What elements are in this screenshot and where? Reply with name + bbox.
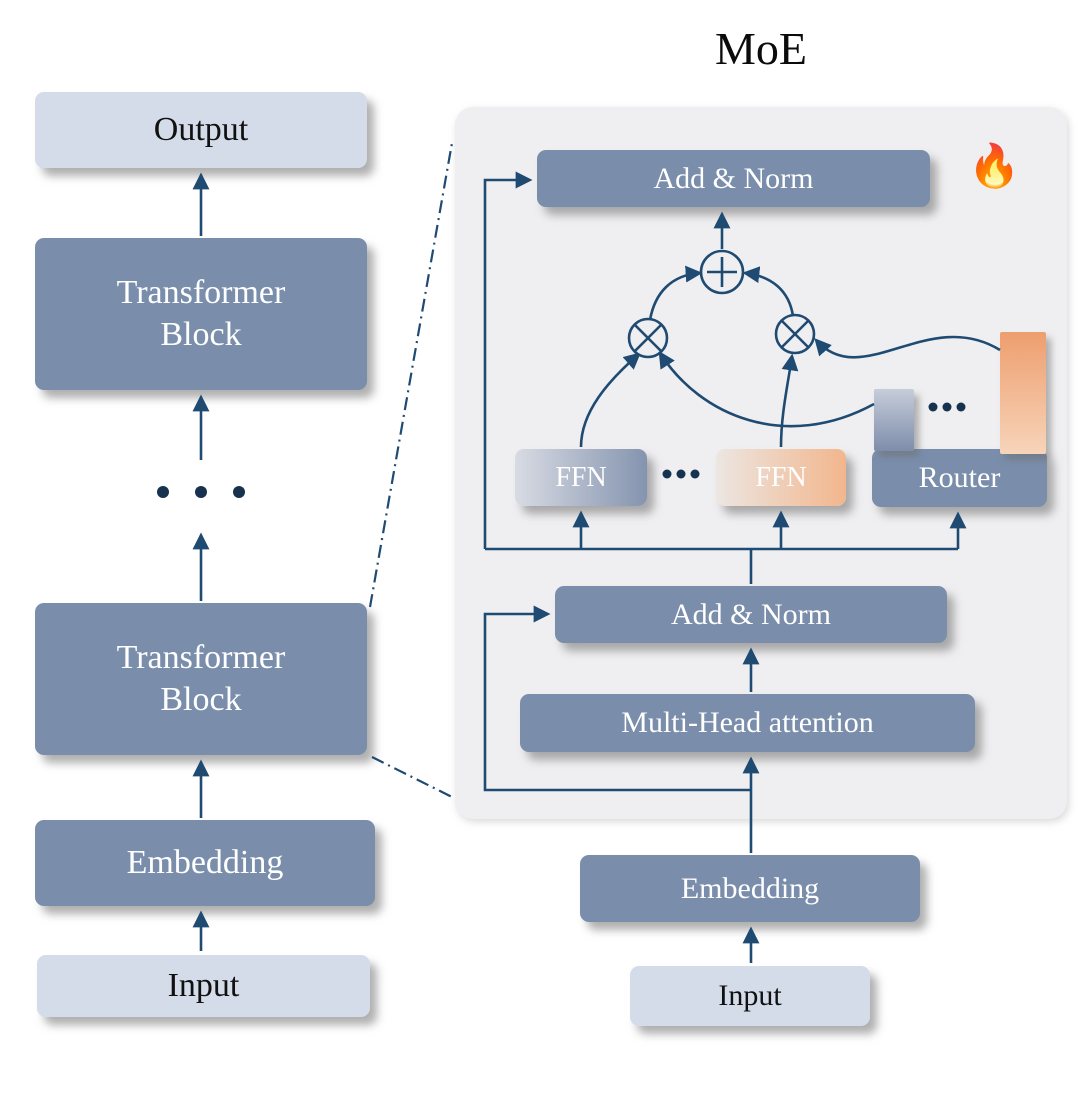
transformer-block-bottom-box: Transformer Block [35, 603, 367, 755]
add-norm-top-box: Add & Norm [537, 150, 930, 207]
router-label: Router [918, 461, 1001, 495]
fire-icon: 🔥 [968, 144, 1021, 190]
embedding-left-box: Embedding [35, 820, 375, 906]
input-left-label: Input [167, 966, 240, 1004]
output-box: Output [35, 92, 367, 168]
add-norm-bottom-label: Add & Norm [671, 597, 831, 631]
input-left-box: Input [37, 955, 370, 1017]
multi-head-attention-box: Multi-Head attention [520, 694, 975, 752]
zoom-guide-lines [368, 142, 454, 798]
add-norm-bottom-box: Add & Norm [555, 586, 947, 643]
transformer-block-bottom-label: Transformer Block [116, 638, 286, 719]
input-right-box: Input [630, 966, 870, 1026]
embedding-right-box: Embedding [580, 855, 920, 922]
output-label: Output [153, 110, 249, 148]
router-score-bar-orange [1000, 332, 1046, 454]
left-stack-ellipsis-icon [157, 486, 245, 498]
ffn-right-label: FFN [755, 462, 807, 493]
transformer-block-top-label: Transformer Block [116, 273, 286, 354]
moe-title: MoE [715, 23, 807, 74]
ffn-left-label: FFN [555, 462, 607, 493]
multi-head-attention-label: Multi-Head attention [621, 706, 874, 740]
transformer-block-top-box: Transformer Block [35, 238, 367, 390]
ffn-expert-left-box: FFN [515, 449, 647, 506]
embedding-right-label: Embedding [680, 871, 820, 905]
ffn-expert-right-box: FFN [716, 449, 846, 506]
router-score-bar-blue [874, 389, 914, 451]
input-right-label: Input [718, 979, 782, 1013]
add-norm-top-label: Add & Norm [653, 161, 814, 195]
router-box: Router [872, 449, 1047, 507]
embedding-left-label: Embedding [126, 843, 284, 881]
